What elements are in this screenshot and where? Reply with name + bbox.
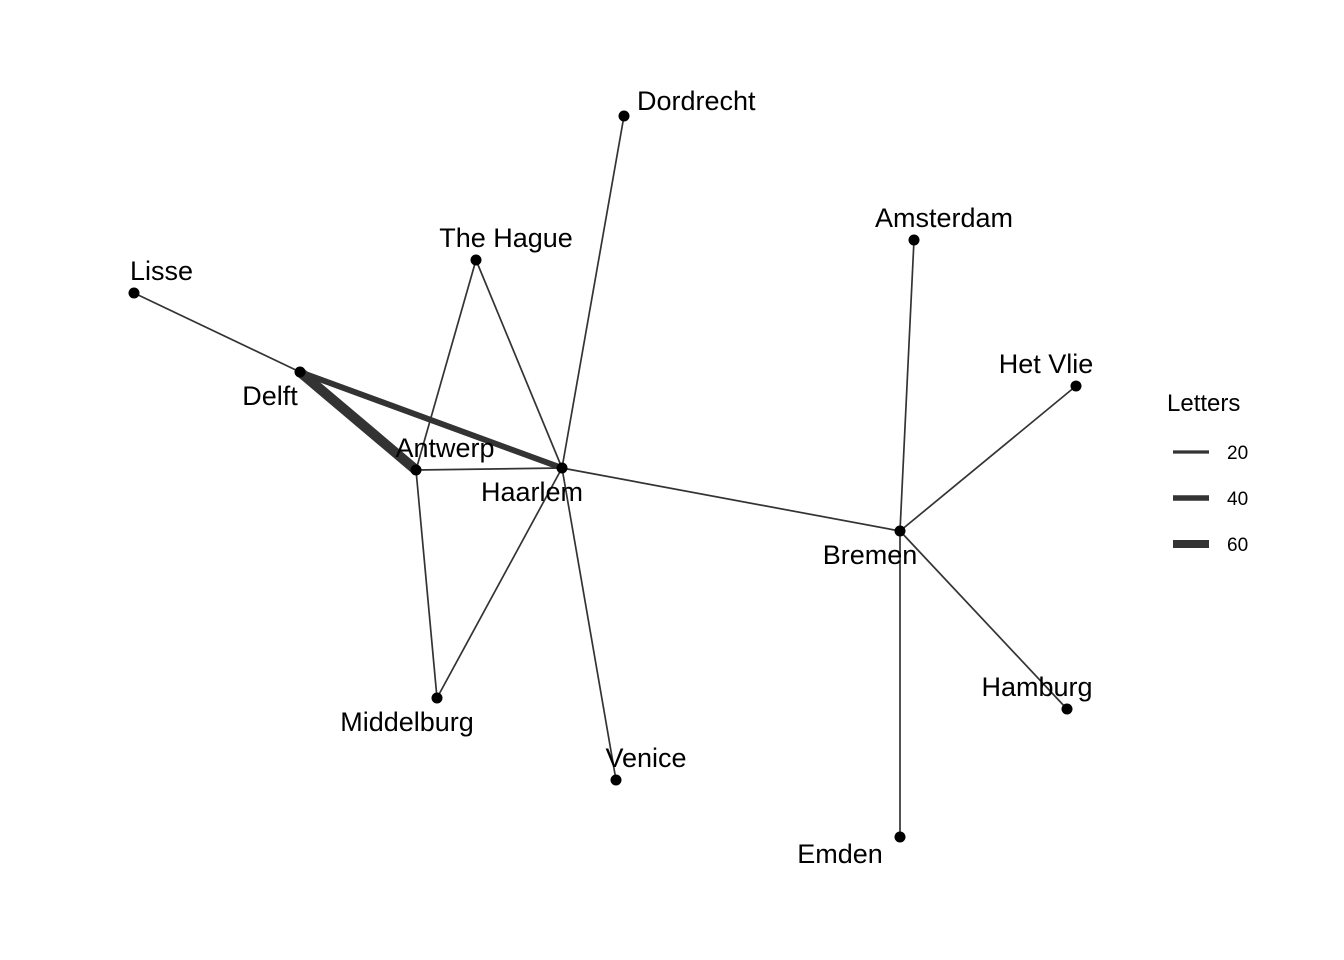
node-het-vlie — [1070, 380, 1082, 392]
node-label-amsterdam: Amsterdam — [875, 203, 1013, 233]
legend-label-60: 60 — [1227, 535, 1248, 556]
edge-the-hague-antwerp — [415, 259, 477, 471]
node-label-middelburg: Middelburg — [340, 707, 474, 737]
edge-bremen-het-vlie — [899, 385, 1077, 532]
node-label-het-vlie: Het Vlie — [999, 349, 1094, 379]
node-label-haarlem: Haarlem — [481, 477, 583, 507]
node-label-bremen: Bremen — [823, 540, 918, 570]
node-venice — [610, 774, 622, 786]
edges-layer — [133, 115, 1077, 837]
node-label-hamburg: Hamburg — [981, 672, 1092, 702]
node-the-hague — [470, 254, 482, 266]
node-label-dordrecht: Dordrecht — [637, 86, 756, 116]
legend-label-20: 20 — [1227, 443, 1248, 464]
node-label-venice: Venice — [605, 743, 686, 773]
edge-antwerp-haarlem — [415, 467, 563, 471]
node-hamburg — [1061, 703, 1073, 715]
node-haarlem — [556, 462, 568, 474]
edge-the-hague-haarlem — [475, 259, 563, 469]
node-middelburg — [431, 692, 443, 704]
edge-bremen-amsterdam — [899, 239, 915, 532]
node-delft — [294, 366, 306, 378]
node-emden — [894, 831, 906, 843]
edge-dordrecht-haarlem — [561, 115, 625, 469]
node-lisse — [128, 287, 140, 299]
node-antwerp — [410, 464, 422, 476]
nodes-layer — [128, 110, 1082, 843]
node-label-lisse: Lisse — [130, 256, 193, 286]
node-label-delft: Delft — [242, 381, 298, 411]
legend: Letters 20 40 60 — [1167, 390, 1248, 556]
node-amsterdam — [908, 234, 920, 246]
edge-haarlem-bremen — [561, 467, 901, 532]
node-dordrecht — [618, 110, 630, 122]
edge-haarlem-venice — [561, 467, 617, 781]
node-label-the-hague: The Hague — [439, 223, 573, 253]
edge-lisse-delft — [133, 292, 301, 373]
node-label-antwerp: Antwerp — [395, 433, 494, 463]
node-label-emden: Emden — [797, 839, 883, 869]
edge-haarlem-middelburg — [436, 467, 563, 699]
legend-label-40: 40 — [1227, 489, 1248, 510]
legend-title: Letters — [1167, 390, 1240, 417]
edge-bremen-hamburg — [899, 530, 1068, 710]
node-bremen — [894, 525, 906, 537]
edge-delft-antwerp — [296, 368, 420, 474]
edge-antwerp-middelburg — [415, 469, 438, 699]
